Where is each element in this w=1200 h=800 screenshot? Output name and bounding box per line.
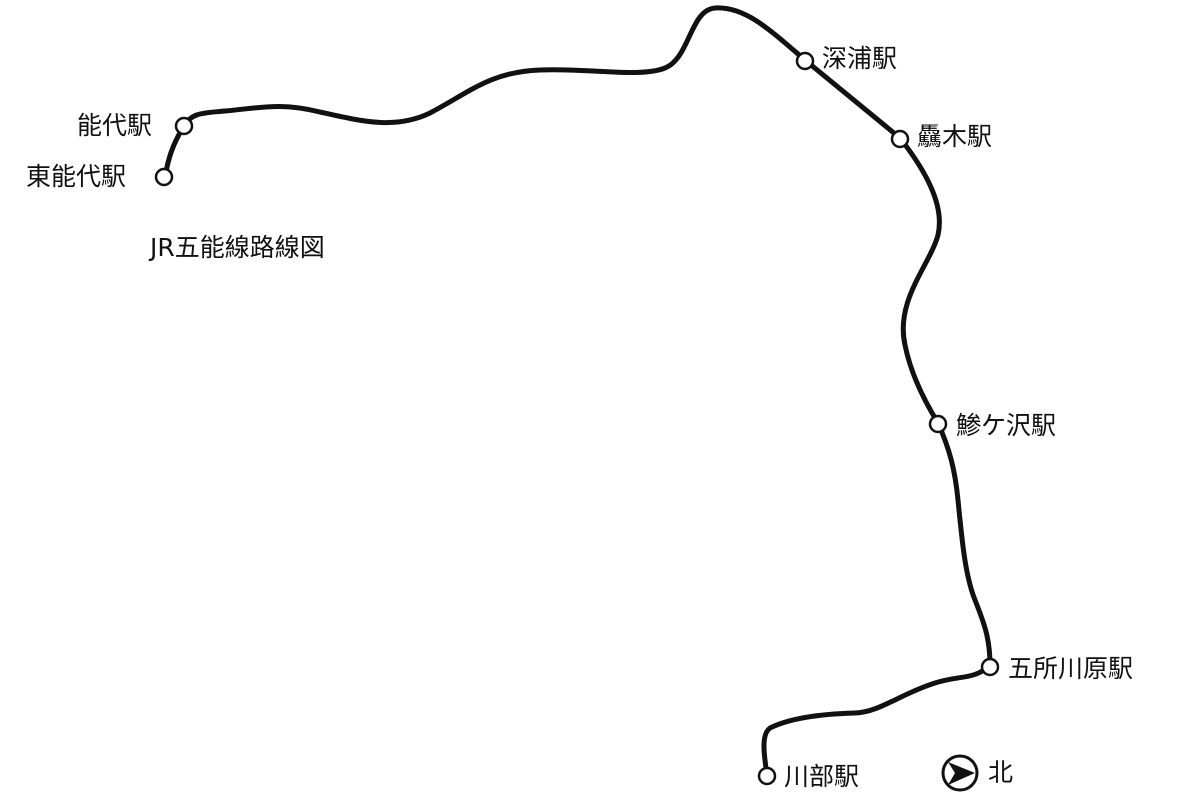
station-markers <box>154 51 1000 786</box>
station-label-fukaura: 深浦駅 <box>822 44 898 73</box>
compass-label: 北 <box>988 758 1014 787</box>
station-label-noshiro: 能代駅 <box>77 111 153 140</box>
station-marker-fukaura[interactable] <box>795 51 815 71</box>
station-label-todoroki: 驫木駅 <box>917 122 993 151</box>
station-label-kawabe: 川部駅 <box>784 762 860 791</box>
station-label-higashi-noshiro: 東能代駅 <box>26 162 127 191</box>
station-marker-kawabe[interactable] <box>757 766 777 786</box>
station-marker-ajigasawa[interactable] <box>928 414 948 434</box>
station-label-ajigasawa: 鯵ケ沢駅 <box>956 411 1057 440</box>
station-label-goshogawara: 五所川原駅 <box>1008 654 1134 683</box>
map-title: JR五能線路線図 <box>150 233 325 262</box>
station-marker-goshogawara[interactable] <box>980 657 1000 677</box>
station-marker-higashi-noshiro[interactable] <box>154 167 174 187</box>
north-arrow-icon <box>941 754 979 792</box>
rail-line <box>162 5 993 778</box>
station-marker-noshiro[interactable] <box>174 116 194 136</box>
station-marker-todoroki[interactable] <box>890 129 910 149</box>
